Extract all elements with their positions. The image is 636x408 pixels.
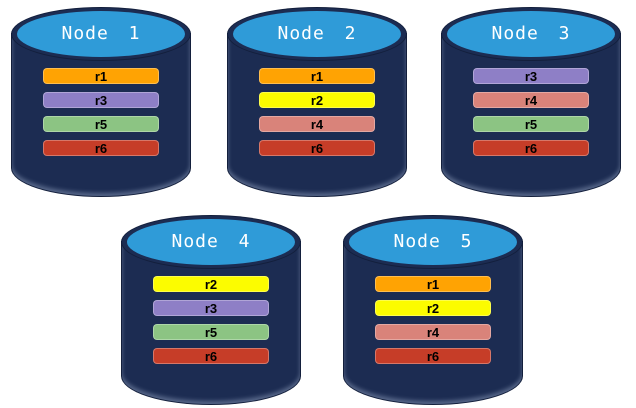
replica-bar-r2: r2 <box>375 300 491 316</box>
replica-bar-r4: r4 <box>473 92 589 108</box>
replica-bar-r1: r1 <box>43 68 159 84</box>
replica-label: r6 <box>94 140 108 156</box>
node-title: Node 1 <box>61 22 141 44</box>
replica-label: r4 <box>426 324 440 340</box>
replica-bar-r6: r6 <box>473 140 589 156</box>
cylinder-top-ellipse: Node 3 <box>447 11 615 57</box>
replica-label: r1 <box>426 276 440 292</box>
replica-bar-r1: r1 <box>259 68 375 84</box>
replica-list: r2 r3 r5 r6 <box>153 276 269 372</box>
replica-bar-r4: r4 <box>375 324 491 340</box>
replica-bar-r2: r2 <box>259 92 375 108</box>
cylinder-top-ellipse: Node 1 <box>17 11 185 57</box>
cylinder-body <box>122 242 300 404</box>
node-cylinder-1: Node 1 r1 r3 r5 r6 <box>12 8 190 196</box>
cylinder-body <box>228 34 406 196</box>
replica-bar-r3: r3 <box>473 68 589 84</box>
replica-label: r3 <box>204 300 218 316</box>
node-cylinder-4: Node 4 r2 r3 r5 r6 <box>122 216 300 404</box>
replica-bar-r6: r6 <box>259 140 375 156</box>
node-title: Node 5 <box>393 230 473 252</box>
replica-bar-r5: r5 <box>153 324 269 340</box>
replica-bar-r6: r6 <box>153 348 269 364</box>
replica-bar-r5: r5 <box>43 116 159 132</box>
cylinder-top-ellipse: Node 4 <box>127 219 295 265</box>
cylinder-body <box>12 34 190 196</box>
replica-label: r5 <box>524 116 538 132</box>
cylinder-body <box>344 242 522 404</box>
replica-bar-r3: r3 <box>153 300 269 316</box>
replica-label: r2 <box>426 300 440 316</box>
replica-list: r1 r2 r4 r6 <box>259 68 375 164</box>
replica-list: r1 r3 r5 r6 <box>43 68 159 164</box>
replica-bar-r1: r1 <box>375 276 491 292</box>
replica-label: r2 <box>310 92 324 108</box>
replica-bar-r3: r3 <box>43 92 159 108</box>
replica-bar-r6: r6 <box>43 140 159 156</box>
replica-label: r6 <box>426 348 440 364</box>
replica-label: r5 <box>94 116 108 132</box>
node-title: Node 4 <box>171 230 251 252</box>
replica-bar-r4: r4 <box>259 116 375 132</box>
replica-label: r5 <box>204 324 218 340</box>
replica-label: r3 <box>524 68 538 84</box>
replica-label: r6 <box>524 140 538 156</box>
replica-label: r1 <box>310 68 324 84</box>
node-title: Node 2 <box>277 22 357 44</box>
node-cylinder-3: Node 3 r3 r4 r5 r6 <box>442 8 620 196</box>
replica-list: r1 r2 r4 r6 <box>375 276 491 372</box>
replica-bar-r6: r6 <box>375 348 491 364</box>
replica-bar-r5: r5 <box>473 116 589 132</box>
replica-list: r3 r4 r5 r6 <box>473 68 589 164</box>
node-cylinder-2: Node 2 r1 r2 r4 r6 <box>228 8 406 196</box>
replica-label: r3 <box>94 92 108 108</box>
cylinder-top-ellipse: Node 5 <box>349 219 517 265</box>
replica-bar-r2: r2 <box>153 276 269 292</box>
replica-label: r2 <box>204 276 218 292</box>
replica-label: r6 <box>310 140 324 156</box>
replica-label: r4 <box>310 116 324 132</box>
node-title: Node 3 <box>491 22 571 44</box>
replica-label: r6 <box>204 348 218 364</box>
replica-label: r4 <box>524 92 538 108</box>
replica-label: r1 <box>94 68 108 84</box>
cylinder-top-ellipse: Node 2 <box>233 11 401 57</box>
node-cylinder-5: Node 5 r1 r2 r4 r6 <box>344 216 522 404</box>
cylinder-body <box>442 34 620 196</box>
